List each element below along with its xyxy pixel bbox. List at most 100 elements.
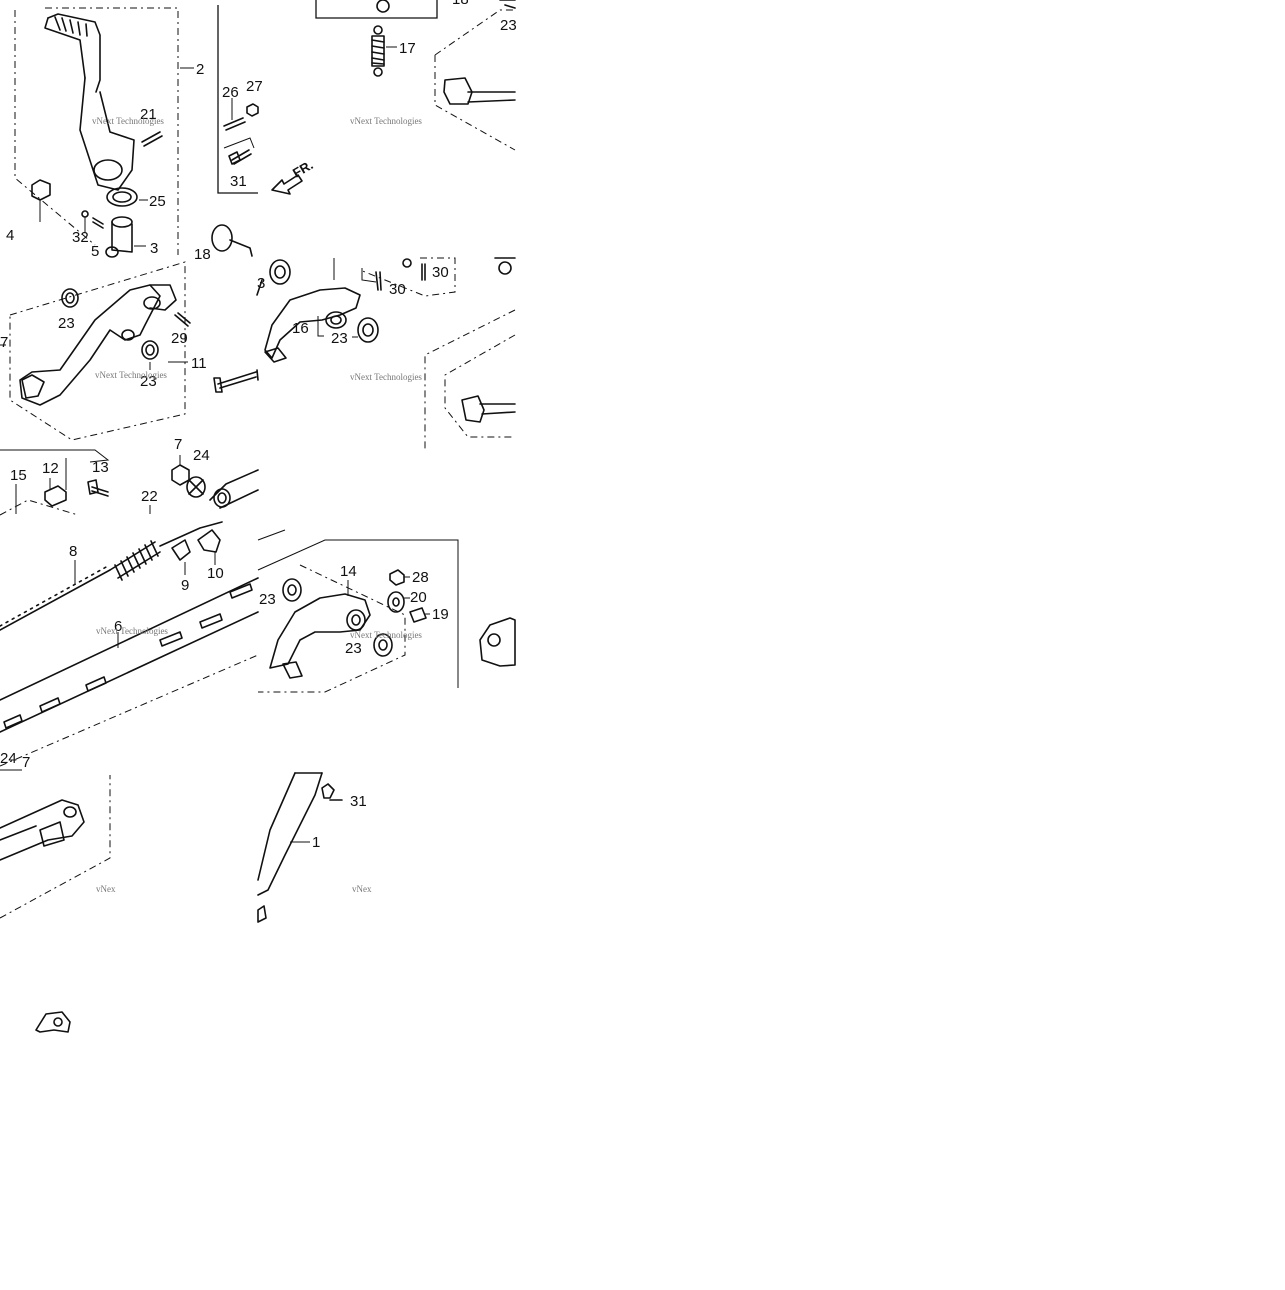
bolt-part bbox=[87, 479, 109, 497]
bushing-part bbox=[282, 578, 302, 602]
callout-label: 25 bbox=[149, 193, 166, 210]
callout-label: 13 bbox=[92, 459, 109, 476]
pedal-tip-part bbox=[479, 617, 516, 667]
seal-ring-part bbox=[106, 187, 138, 207]
callout-label: 19 bbox=[432, 606, 449, 623]
callout-label: 21 bbox=[140, 106, 157, 123]
callout-label: 23 bbox=[140, 373, 157, 390]
bushing-part bbox=[61, 288, 79, 308]
callout-label: 8 bbox=[69, 543, 77, 560]
callout-label: 22 bbox=[141, 488, 158, 505]
callout-label: 32 bbox=[72, 229, 89, 246]
callout-label: 23 bbox=[345, 640, 362, 657]
callout-label: 7 bbox=[174, 436, 182, 453]
pivot-shaft-part bbox=[211, 224, 253, 257]
pedal-tip-part bbox=[461, 257, 516, 423]
tile-fragment bbox=[35, 1011, 71, 1033]
nut-part bbox=[246, 103, 259, 117]
bushing-part bbox=[373, 633, 393, 657]
callout-label: 24 bbox=[0, 750, 17, 767]
pin-part bbox=[81, 210, 104, 232]
callout-label: 1 bbox=[312, 834, 320, 851]
watermark: vNex bbox=[96, 884, 116, 894]
watermark: vNext Technologies bbox=[95, 370, 167, 380]
callout-label: 24 bbox=[193, 447, 210, 464]
bolt-part bbox=[228, 149, 252, 165]
cable-holder-part bbox=[197, 529, 221, 565]
tile-cable-top: 15 12 13 22 7 24 bbox=[0, 436, 259, 516]
bolt-part bbox=[141, 131, 163, 147]
callout-label: 18 bbox=[194, 246, 211, 263]
spindle-part bbox=[105, 216, 133, 258]
callout-label: 23 bbox=[500, 17, 517, 34]
callout-label: 18 bbox=[452, 0, 469, 8]
lock-washer-part bbox=[186, 476, 206, 498]
callout-label: 12 bbox=[42, 460, 59, 477]
callout-label: 20 bbox=[410, 589, 427, 606]
tile-brake-pedal-assembly: 14 28 20 19 23 23 vNext Technologies bbox=[257, 529, 516, 693]
brake-rod-part bbox=[0, 577, 259, 733]
callout-label: 23 bbox=[58, 315, 75, 332]
callout-label: 10 bbox=[207, 565, 224, 582]
callout-label: 17 bbox=[399, 40, 416, 57]
tile-brake-pedal-left: 23 29 11 23 7 vNext Technologies bbox=[0, 261, 257, 441]
clip-part bbox=[44, 478, 67, 507]
front-direction-arrow: FR. bbox=[271, 157, 316, 195]
callout-label: 29 bbox=[171, 330, 188, 347]
tile-spring-bracket: FR. 17 26 27 31 18 23 vNext Technologies bbox=[194, 0, 517, 263]
collar-part bbox=[409, 607, 430, 623]
tile-brake-cable-rod: 8 9 10 6 24 7 vNext Technologies bbox=[0, 521, 259, 771]
cotter-pin-part bbox=[361, 258, 426, 291]
callout-label: 26 bbox=[222, 84, 239, 101]
callout-label: 3 bbox=[150, 240, 158, 257]
lever-part bbox=[256, 279, 263, 381]
brake-cable-part bbox=[0, 521, 223, 631]
watermark: vNex bbox=[352, 884, 372, 894]
callout-label: 7 bbox=[0, 334, 8, 351]
callout-label: 2 bbox=[196, 61, 204, 78]
pedal-tip-part bbox=[443, 0, 516, 105]
tile-rod-end: vNex bbox=[0, 775, 116, 919]
callout-label: 11 bbox=[191, 355, 207, 372]
rod-part bbox=[213, 371, 257, 393]
watermark: vNext Technologies bbox=[350, 372, 422, 382]
callout-label: 7 bbox=[22, 754, 30, 771]
tile-kick-starter: 18 2 21 25 4 32 5 3 vNext Technologies bbox=[6, 0, 469, 260]
callout-label: 6 bbox=[114, 618, 122, 635]
watermark: vNext Technologies bbox=[350, 116, 422, 126]
bushing-part bbox=[357, 317, 379, 343]
bolt-part bbox=[321, 783, 343, 801]
clevis-part bbox=[209, 469, 259, 509]
callout-label: 23 bbox=[331, 330, 348, 347]
brake-pedal-part bbox=[264, 258, 361, 363]
nut-part bbox=[31, 179, 51, 222]
brake-pedal-part bbox=[19, 284, 177, 406]
callout-label: 23 bbox=[259, 591, 276, 608]
callout-label: 14 bbox=[340, 563, 357, 580]
washer-part bbox=[387, 591, 410, 613]
callout-label: 30 bbox=[432, 264, 449, 281]
watermark: vNext Technologies bbox=[96, 626, 168, 636]
callout-label: 27 bbox=[246, 78, 263, 95]
callout-label: 3 bbox=[257, 275, 265, 292]
bolt-part bbox=[223, 98, 246, 131]
rod-end-part bbox=[0, 799, 85, 861]
brake-pedal-part bbox=[269, 580, 371, 679]
cotter-pin-part bbox=[174, 312, 191, 327]
nut-part bbox=[389, 569, 410, 586]
callout-label: 16 bbox=[292, 320, 309, 337]
callout-label: 31 bbox=[350, 793, 367, 810]
callout-label: 31 bbox=[230, 173, 247, 190]
callout-label: 5 bbox=[91, 243, 99, 260]
tile-brake-pedal-right: 30 30 16 23 3 vNext Technologies bbox=[256, 257, 516, 452]
nut-part bbox=[171, 455, 190, 486]
callout-label: 15 bbox=[10, 467, 27, 484]
bushing-part bbox=[141, 340, 159, 360]
callout-label: 9 bbox=[181, 577, 189, 594]
tile-brake-arm: 31 1 vNex bbox=[257, 772, 372, 923]
bushing-part bbox=[269, 259, 291, 285]
spring-part bbox=[371, 25, 397, 77]
kick-lever-part bbox=[44, 13, 135, 191]
